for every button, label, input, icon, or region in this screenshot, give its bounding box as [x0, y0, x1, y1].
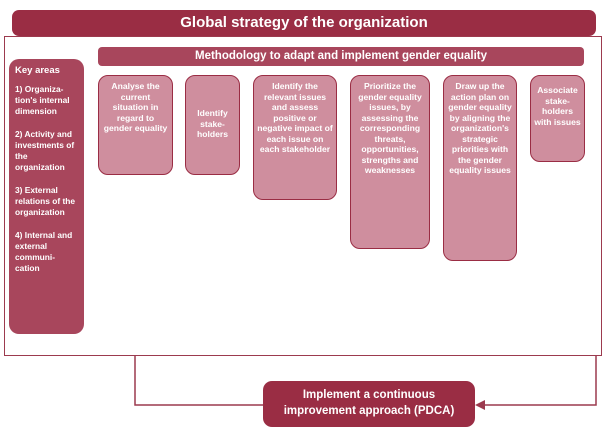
key-area-item: 3) External relations of the organizatio… [15, 185, 76, 217]
step-action-plan: Draw up the action plan on gender equali… [443, 75, 517, 261]
key-area-item: 2) Activity and investments of the organ… [15, 129, 75, 172]
step-associate-stakeholders: Associate stake-holders with issues [530, 75, 585, 162]
pdca-box: Implement a continuous improvement appro… [263, 381, 475, 427]
key-area-item: 4) Internal and external communi-cation [15, 230, 73, 273]
key-areas-heading: Key areas [15, 65, 60, 76]
global-strategy-banner: Global strategy of the organization [12, 10, 596, 36]
step-identify-relevant-issues: Identify the relevant issues and assess … [253, 75, 337, 200]
methodology-banner: Methodology to adapt and implement gende… [98, 47, 584, 66]
key-areas-box: Key areas 1) Organiza-tion's internal di… [9, 59, 84, 334]
step-identify-stakeholders: Identify stake-holders [185, 75, 240, 175]
step-prioritize: Prioritize the gender equality issues, b… [350, 75, 430, 249]
step-analyse: Analyse the current situation in regard … [98, 75, 173, 175]
key-area-item: 1) Organiza-tion's internal dimension [15, 84, 70, 116]
